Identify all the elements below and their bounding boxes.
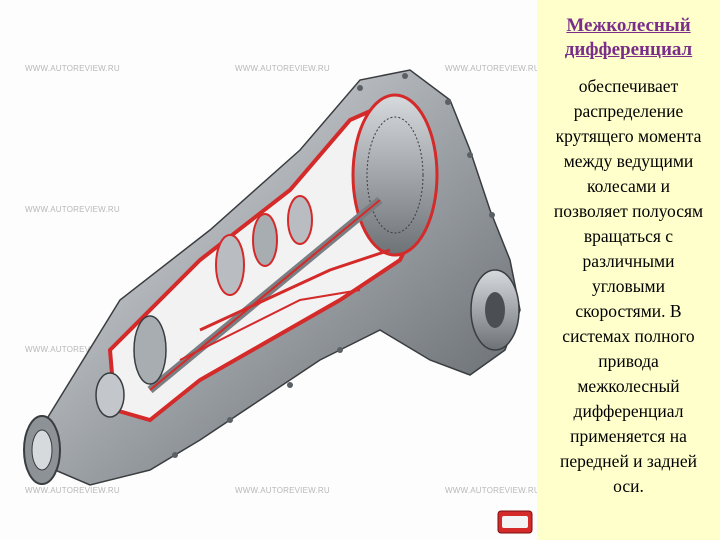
description-panel: Межколесный дифференциал обеспечивает ра…	[537, 0, 720, 540]
body-line: между ведущими	[563, 151, 694, 171]
watermark: WWW.AUTOREVIEW.RU	[235, 486, 330, 495]
transmission-drawing	[23, 69, 521, 486]
transmission-cutaway-image: WWW.AUTOREVIEW.RU WWW.AUTOREVIEW.RU WWW.…	[23, 64, 537, 534]
body-line: различными	[582, 251, 675, 271]
body-line: привода	[598, 351, 659, 371]
watermark: WWW.AUTOREVIEW.RU	[25, 64, 120, 73]
torque-converter	[351, 93, 439, 257]
body-line: крутящего момента	[555, 126, 702, 146]
watermark: WWW.AUTOREVIEW.RU	[445, 64, 537, 73]
body-line: системах полного	[562, 326, 695, 346]
panel-title: Межколесный дифференциал	[537, 14, 720, 62]
panel-body: обеспечивает распределение крутящего мом…	[537, 74, 720, 499]
body-line: обеспечивает	[578, 76, 679, 96]
body-line: межколесный	[577, 376, 680, 396]
watermark: WWW.AUTOREVIEW.RU	[235, 64, 330, 73]
autoreview-logo	[497, 510, 533, 534]
body-line: дифференциал	[573, 401, 684, 421]
body-line: угловыми	[592, 276, 665, 296]
watermark: WWW.AUTOREVIEW.RU	[25, 345, 120, 354]
title-line: Межколесный	[566, 15, 691, 36]
title-line: дифференциал	[564, 39, 693, 60]
watermark: WWW.AUTOREVIEW.RU	[25, 486, 120, 495]
body-line: оси.	[613, 476, 644, 496]
watermark: WWW.AUTOREVIEW.RU	[445, 486, 537, 495]
body-line: распределение	[573, 101, 684, 121]
body-line: колесами и	[587, 176, 670, 196]
watermark: WWW.AUTOREVIEW.RU	[25, 205, 120, 214]
gear-set	[95, 195, 313, 418]
body-line: применяется на	[570, 426, 687, 446]
body-line: позволяет полуосям	[553, 201, 704, 221]
body-line: передней и задней	[559, 451, 698, 471]
body-line: скоростями. В	[575, 301, 682, 321]
body-line: вращаться с	[583, 226, 674, 246]
